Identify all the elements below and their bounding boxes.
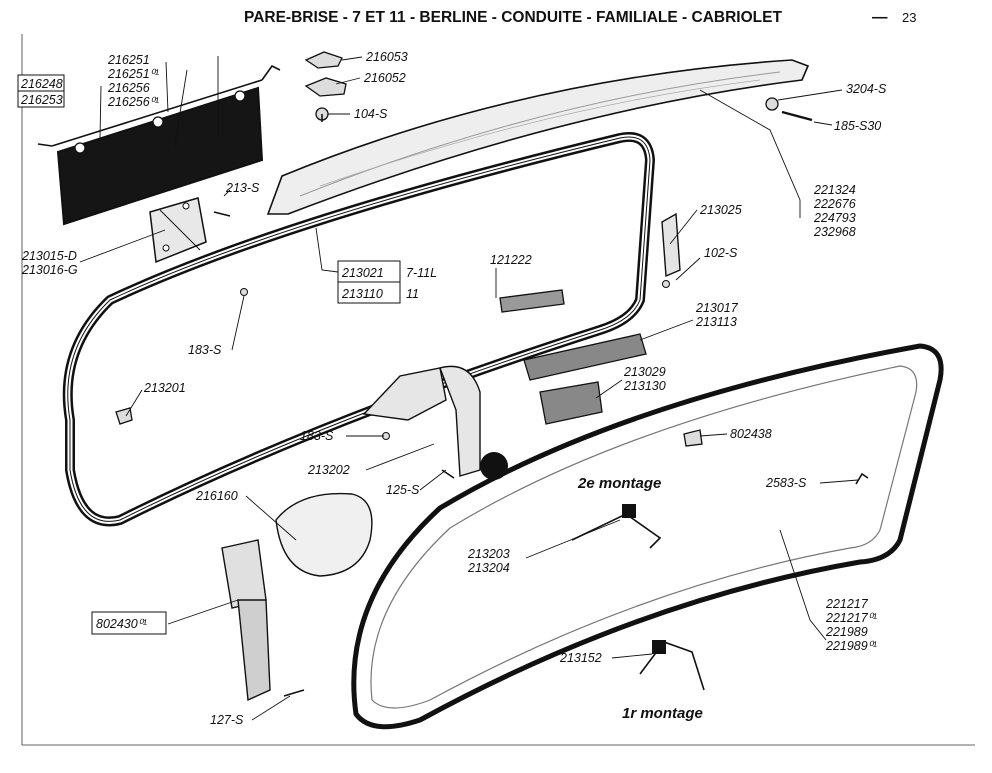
roof-trim-panel-drawing [266, 59, 810, 215]
right-screws-drawing [765, 97, 813, 122]
page-number: 23 [902, 10, 916, 25]
mirror-bracket-drawing [221, 539, 305, 702]
ref-221989-01: 221989⁰¹ [825, 639, 877, 653]
montage-1r: 1r montage [622, 705, 703, 722]
part-drawings [37, 51, 944, 730]
reference-labels: 216248 216253 216251 216251⁰¹ 216256 216… [20, 50, 887, 727]
seal-213029-drawing [539, 381, 603, 425]
ref-216253: 216253 [20, 93, 63, 107]
ref-216256-01: 216256⁰¹ [107, 95, 159, 109]
ref-213016g: 213016-G [21, 263, 78, 277]
leader-lines [79, 56, 859, 721]
ref-121222: 121222 [490, 253, 532, 267]
ref-213021: 213021 [341, 266, 384, 280]
ref-185s30: 185-S30 [834, 119, 881, 133]
ref-213113: 213113 [695, 315, 737, 329]
ref-125s: 125-S [386, 483, 420, 497]
ref-216053: 216053 [365, 50, 408, 64]
screw-183s-top-drawing [240, 288, 248, 296]
ref-221217: 221217 [825, 597, 869, 611]
lower-glass-frame-drawing [351, 343, 944, 730]
ref-216251: 216251 [107, 53, 150, 67]
ref-213204: 213204 [467, 561, 510, 575]
ref-224793: 224793 [813, 211, 856, 225]
ref-104s: 104-S [354, 107, 388, 121]
montage-labels: 2e montage 1r montage [577, 475, 703, 722]
ref-213110: 213110 [341, 287, 383, 301]
ref-213203: 213203 [467, 547, 510, 561]
ref-216256: 216256 [107, 81, 150, 95]
ref-216052: 216052 [363, 71, 406, 85]
page-title: PARE-BRISE - 7 ET 11 - BERLINE - CONDUIT… [244, 9, 782, 26]
bracket-213025-drawing [661, 212, 681, 288]
ref-213s: 213-S [225, 181, 260, 195]
clips-drawing [304, 51, 347, 122]
title-dash: — [872, 9, 888, 26]
ref-216160: 216160 [195, 489, 238, 503]
ref-213029: 213029 [623, 365, 666, 379]
ref-213025: 213025 [699, 203, 742, 217]
ref-216251-01: 216251⁰¹ [107, 67, 159, 81]
clip-213152-drawing [639, 640, 705, 691]
ref-3204s: 3204-S [846, 82, 887, 96]
ref-221324: 221324 [813, 183, 856, 197]
ref-213152: 213152 [559, 651, 602, 665]
ref-213017: 213017 [695, 301, 739, 315]
ref-802438: 802438 [730, 427, 772, 441]
ref-183s-top: 183-S [188, 343, 222, 357]
ref-213015d: 213015-D [21, 249, 77, 263]
clip-213203-drawing [571, 504, 662, 549]
page-header: PARE-BRISE - 7 ET 11 - BERLINE - CONDUIT… [244, 9, 916, 26]
reference-boxes [17, 74, 401, 635]
ref-213110-note: 11 [406, 287, 419, 301]
opening-mechanism-drawing [362, 365, 508, 480]
ref-102s: 102-S [704, 246, 738, 260]
ref-213201: 213201 [143, 381, 186, 395]
ref-2583s: 2583-S [765, 476, 807, 490]
ref-232968: 232968 [813, 225, 856, 239]
montage-2e: 2e montage [577, 475, 661, 492]
ref-216248: 216248 [20, 77, 63, 91]
ref-213021-note: 7-11L [406, 266, 437, 280]
ref-222676: 222676 [813, 197, 856, 211]
seal-121222-drawing [499, 289, 565, 313]
seal-213017-drawing [523, 333, 647, 381]
hinge-bracket-drawing [149, 197, 231, 264]
clip-802438-drawing [683, 429, 703, 447]
windscreen-frame-drawing [62, 132, 656, 527]
ref-221989: 221989 [825, 625, 868, 639]
ref-213202: 213202 [307, 463, 350, 477]
ref-213130: 213130 [623, 379, 666, 393]
ref-802430-01: 802430⁰¹ [96, 617, 147, 631]
ref-183s-bottom: 183-S [300, 429, 334, 443]
sun-visor-drawing [37, 64, 281, 226]
mirror-drawing [275, 492, 373, 577]
ref-127s: 127-S [210, 713, 244, 727]
screw-2583s-drawing [855, 472, 869, 485]
ref-221217-01: 221217⁰¹ [825, 611, 877, 625]
